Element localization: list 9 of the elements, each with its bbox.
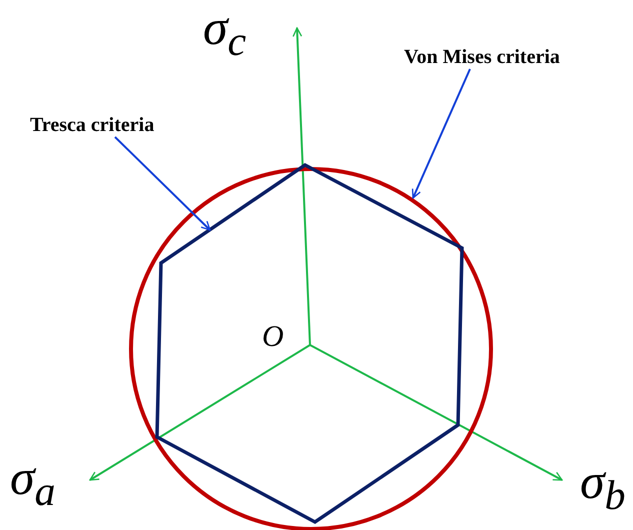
leader-arrow bbox=[412, 68, 471, 199]
axis-label: σ$_{a}$ bbox=[10, 452, 56, 514]
callout-text: Tresca criteria bbox=[30, 115, 154, 135]
leader-arrow bbox=[114, 136, 211, 231]
origin-label: O bbox=[262, 322, 284, 352]
axis-label: σ$_{c}$ bbox=[203, 2, 246, 64]
axis-label: σ$_{b}$ bbox=[580, 456, 626, 518]
callout-text: Von Mises criteria bbox=[404, 47, 560, 67]
hexagon-outline bbox=[154, 162, 466, 526]
